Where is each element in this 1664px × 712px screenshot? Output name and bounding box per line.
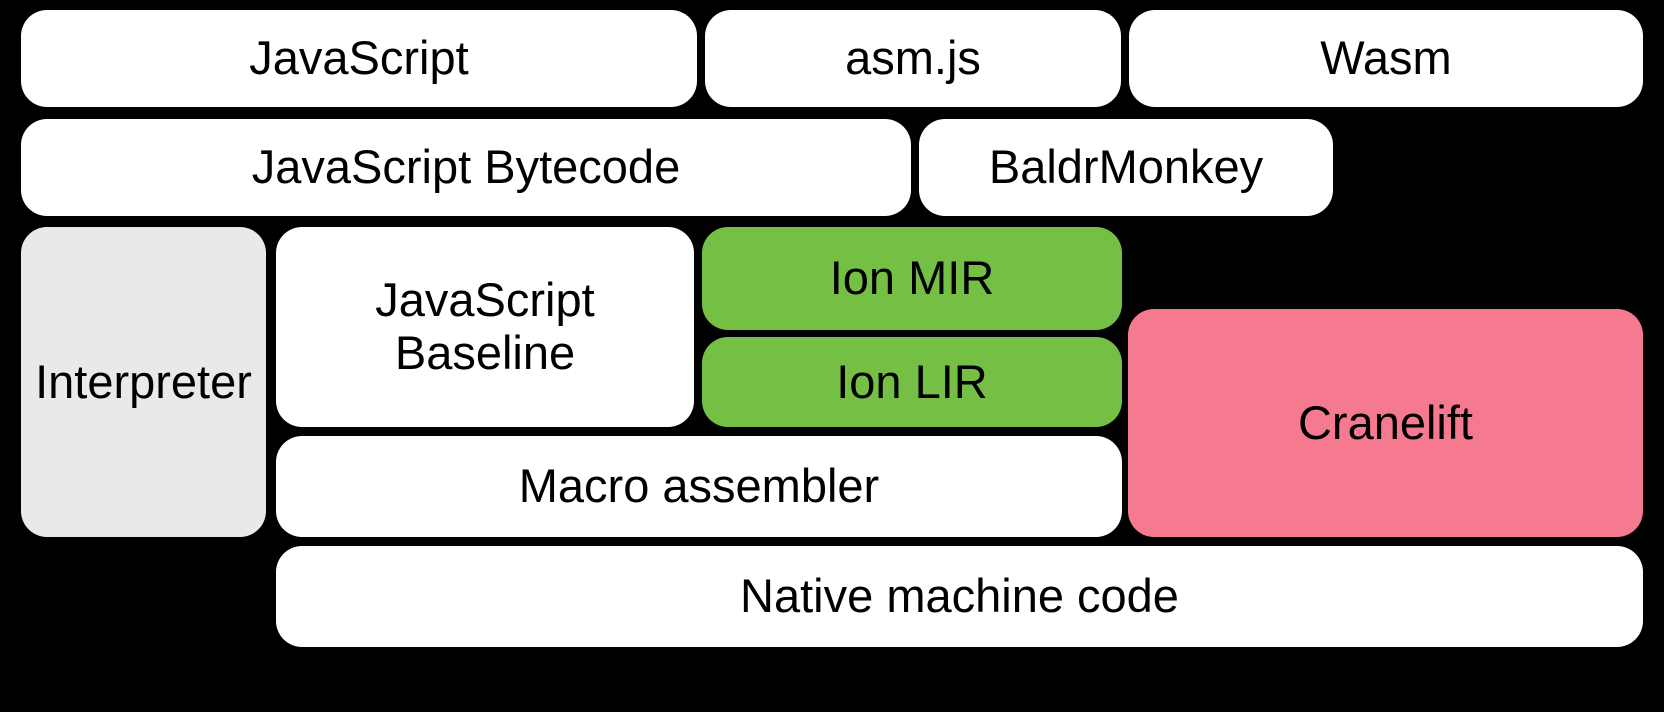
node-ion-lir[interactable]: Ion LIR xyxy=(702,337,1122,427)
node-interpreter[interactable]: Interpreter xyxy=(21,227,266,537)
node-cranelift[interactable]: Cranelift xyxy=(1128,309,1643,537)
node-native-machine-code[interactable]: Native machine code xyxy=(276,546,1643,647)
node-javascript-bytecode[interactable]: JavaScript Bytecode xyxy=(21,119,911,216)
node-javascript[interactable]: JavaScript xyxy=(21,10,697,107)
node-javascript-baseline[interactable]: JavaScript Baseline xyxy=(276,227,694,427)
node-macro-assembler[interactable]: Macro assembler xyxy=(276,436,1122,537)
node-baldrmonkey[interactable]: BaldrMonkey xyxy=(919,119,1333,216)
node-ion-mir[interactable]: Ion MIR xyxy=(702,227,1122,330)
node-asm-js[interactable]: asm.js xyxy=(705,10,1121,107)
node-wasm[interactable]: Wasm xyxy=(1129,10,1643,107)
